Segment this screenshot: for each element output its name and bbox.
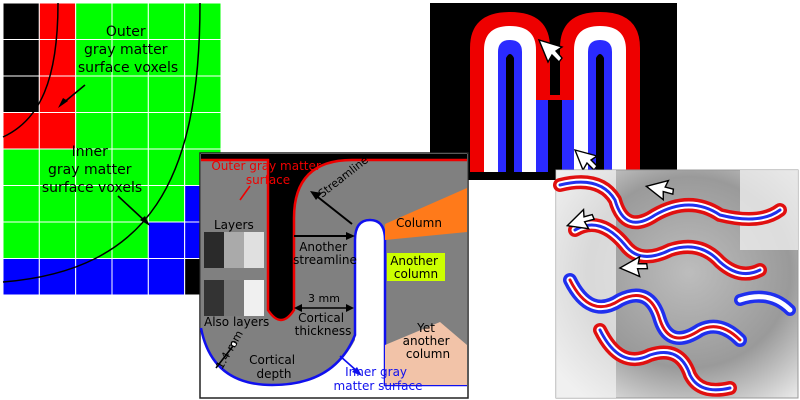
layers-swatch-bottom bbox=[204, 280, 264, 316]
depth-arrow bbox=[215, 345, 234, 369]
voxel-cell bbox=[2, 75, 40, 113]
outer-surface-curve bbox=[2, 2, 59, 138]
voxel-cell bbox=[147, 75, 186, 113]
voxel-cell bbox=[111, 112, 149, 150]
also-layers-label: Also layers bbox=[204, 315, 269, 329]
outer-voxel-arrowhead bbox=[58, 98, 68, 108]
voxel-panel: Outer gray matter surface voxels Inner g… bbox=[2, 2, 222, 296]
another-column-label: Another column bbox=[390, 254, 442, 281]
arrow-cursor-icon bbox=[618, 255, 649, 278]
synthetic-depth-map-panel bbox=[430, 3, 677, 180]
voxel-cell bbox=[147, 221, 186, 259]
arrow-cursor-icon bbox=[573, 148, 599, 172]
column-orange bbox=[385, 188, 467, 240]
voxel-cell bbox=[147, 148, 186, 186]
yet-another-column-label: Yet another column bbox=[403, 321, 454, 361]
white-matter-sulcus bbox=[355, 220, 385, 397]
voxel-cell bbox=[38, 148, 77, 186]
arrow-cursor-icon bbox=[565, 208, 596, 230]
outer-voxel-label: Outer gray matter surface voxels bbox=[78, 24, 178, 76]
voxel-cell bbox=[147, 185, 186, 223]
voxel-cell bbox=[75, 2, 113, 40]
outer-surface-line bbox=[201, 158, 467, 322]
layers-label: Layers bbox=[214, 218, 254, 232]
voxel-cell bbox=[2, 185, 40, 223]
outer-surface-label: Outer gray matter surface bbox=[211, 159, 324, 187]
cortical-ribbons bbox=[553, 175, 796, 397]
synthetic-sulcus bbox=[548, 100, 562, 172]
inner-voxel-arrow bbox=[117, 195, 147, 223]
thickness-value: 3 mm bbox=[308, 292, 340, 305]
cortical-depth-label: Cortical depth bbox=[249, 353, 299, 381]
voxel-cell bbox=[147, 2, 186, 40]
arrow-cursor-icon bbox=[644, 179, 675, 202]
voxel-grid bbox=[2, 2, 222, 296]
column-label: Column bbox=[396, 216, 442, 230]
outer-surface-pointer bbox=[239, 185, 251, 201]
voxel-cell bbox=[2, 2, 40, 40]
voxel-cell bbox=[75, 75, 113, 113]
voxel-cell bbox=[38, 75, 77, 113]
voxel-cell bbox=[38, 112, 77, 150]
voxel-cell bbox=[75, 39, 113, 77]
voxel-cell bbox=[2, 221, 40, 259]
voxel-cell bbox=[2, 258, 40, 296]
inner-surface-curve bbox=[2, 2, 201, 283]
inner-surface-label: Inner gray matter surface bbox=[334, 365, 423, 393]
inner-surface-line bbox=[199, 218, 467, 387]
streamline-arrow bbox=[313, 193, 353, 225]
voxel-cell bbox=[75, 258, 113, 296]
voxel-cell bbox=[147, 112, 186, 150]
voxel-cell bbox=[75, 112, 113, 150]
voxel-cell bbox=[38, 39, 77, 77]
schematic-panel: Outer gray matter surface Streamline Lay… bbox=[199, 152, 469, 399]
voxel-cell bbox=[38, 258, 77, 296]
column-yellow bbox=[387, 253, 445, 281]
voxel-cell bbox=[111, 75, 149, 113]
cortical-thickness-label: Cortical thickness bbox=[295, 311, 352, 338]
another-streamline-label: Another streamline bbox=[293, 240, 357, 267]
voxel-cell bbox=[2, 148, 40, 186]
column-peach bbox=[385, 322, 467, 385]
voxel-cell bbox=[111, 258, 149, 296]
histology-overlay-panel bbox=[553, 169, 799, 399]
inner-voxel-label: Inner gray matter surface voxels bbox=[42, 144, 142, 196]
voxel-cell bbox=[184, 39, 222, 77]
inner-voxel-arrowhead bbox=[140, 216, 150, 226]
voxel-cell bbox=[38, 221, 77, 259]
layers-swatch-top bbox=[204, 232, 264, 268]
voxel-cell bbox=[184, 75, 222, 113]
voxel-cell bbox=[147, 258, 186, 296]
voxel-cell bbox=[184, 2, 222, 40]
voxel-cell bbox=[111, 39, 149, 77]
voxel-cell bbox=[111, 221, 149, 259]
voxel-cell bbox=[2, 39, 40, 77]
voxel-cell bbox=[2, 112, 40, 150]
arrow-cursor-icon bbox=[537, 38, 564, 64]
